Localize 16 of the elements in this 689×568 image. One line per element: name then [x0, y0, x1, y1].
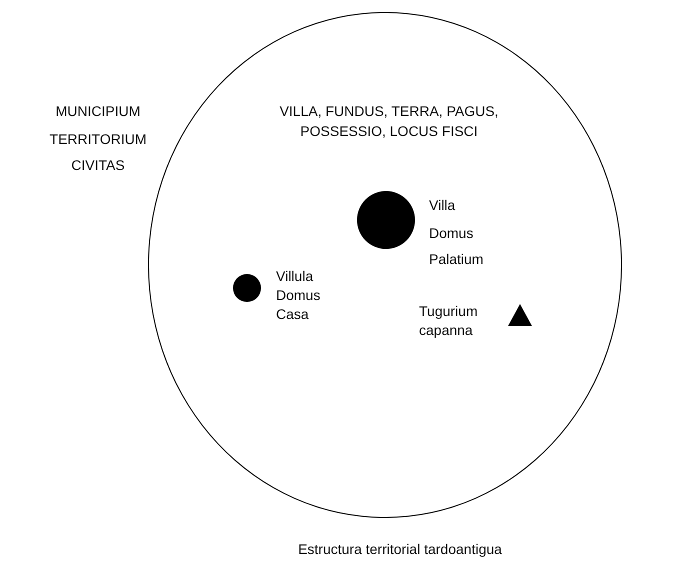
settlement-label: Palatium [429, 251, 484, 268]
territory-circle [148, 12, 622, 518]
territory-terms: VILLA, FUNDUS, TERRA, PAGUS, POSSESSIO, LOCUS FISCI [278, 102, 500, 141]
settlement-label: Casa [276, 306, 309, 323]
caption: Estructura territorial tardoantigua [297, 541, 503, 558]
settlement-label: Villa [429, 197, 456, 214]
settlement-label: Tugurium [419, 303, 478, 320]
settlement-label: Domus [429, 225, 474, 242]
territory-label: CIVITAS [70, 157, 126, 174]
settlement-label: capanna [419, 322, 473, 339]
settlement-label: Domus [276, 287, 320, 304]
dot-symbol [233, 274, 261, 302]
triangle-symbol [508, 304, 532, 326]
territory-label: TERRITORIUM [48, 131, 148, 148]
territory-label: MUNICIPIUM [54, 103, 142, 120]
settlement-label: Villula [276, 268, 314, 285]
